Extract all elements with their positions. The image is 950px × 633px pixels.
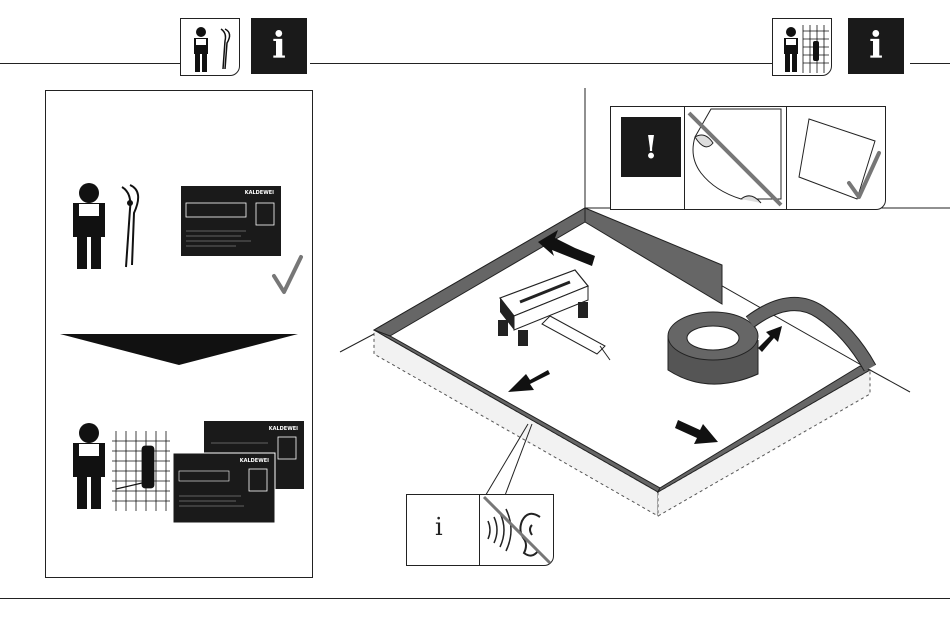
installer-tile-wall-icon <box>773 19 831 75</box>
card-brand-label: KALDEWEI <box>245 190 274 196</box>
no-noise-icon <box>480 495 554 565</box>
down-arrow-icon <box>60 334 298 365</box>
header-rule-middle <box>310 63 772 64</box>
sound-wave-icon <box>488 509 511 551</box>
info-badge-left: i <box>251 18 307 74</box>
info-badge-right: i <box>848 18 904 74</box>
peeled-tape-crossed-icon <box>685 107 785 209</box>
header-rule-left <box>0 63 180 64</box>
header-rule-right <box>910 63 950 64</box>
installer-pliers-icon <box>181 19 239 75</box>
installer-person-icon-bottom <box>73 423 105 509</box>
card-brand-label-front: KALDEWEI <box>240 458 269 464</box>
installer-person-icon <box>73 183 105 269</box>
instruction-card: KALDEWEI <box>181 186 281 256</box>
flat-tape-checked-icon <box>787 107 885 209</box>
tiled-wall-icon <box>112 431 170 511</box>
left-panel-illustration: KALDEWEI <box>46 91 312 577</box>
info-symbol: i <box>435 513 443 541</box>
pliers-icon <box>122 185 138 267</box>
warning-panel: ! <box>610 106 886 210</box>
no-noise-info-callout: i <box>406 494 554 566</box>
header-tool-tile-right <box>772 18 832 76</box>
callout-pointer <box>480 420 550 500</box>
checkmark-icon <box>274 257 301 292</box>
instruction-card-front: KALDEWEI <box>173 453 275 523</box>
left-instruction-panel: KALDEWEI <box>45 90 313 578</box>
warning-badge: ! <box>621 117 681 177</box>
card-brand-label-back: KALDEWEI <box>269 426 298 432</box>
floor-surface <box>374 208 870 492</box>
header-tool-tile-left <box>180 18 240 76</box>
